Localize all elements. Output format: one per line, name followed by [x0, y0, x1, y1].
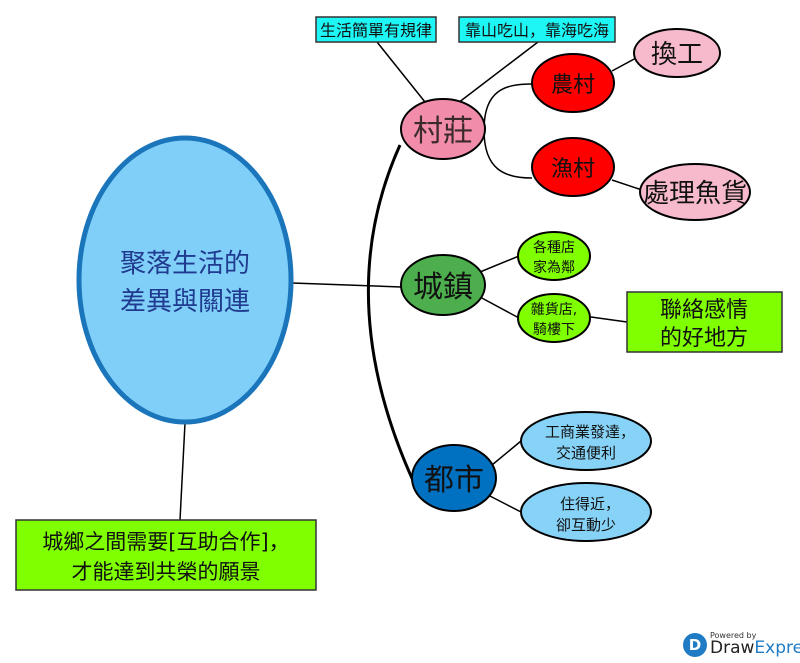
- fishing-village-label: 漁村: [551, 157, 595, 182]
- town-label: 城鎮: [413, 270, 473, 305]
- drawexpress-logo: D Powered by DrawExpress: [683, 632, 800, 657]
- city-label: 都市: [424, 463, 484, 498]
- drawexpress-logo-icon: D: [683, 632, 707, 657]
- connector-city-item2: [487, 494, 522, 513]
- connector-village-farm: [483, 83, 533, 131]
- town-item-1-line1: 各種店: [533, 240, 575, 256]
- fishing-village-node[interactable]: 漁村: [531, 137, 615, 197]
- town-note-line2: 的好地方: [660, 326, 748, 351]
- brand-draw: Draw: [710, 638, 755, 658]
- farm-village-label: 農村: [551, 73, 595, 98]
- central-topic-line2: 差異與關連: [120, 287, 250, 317]
- village-node[interactable]: 村莊: [400, 98, 486, 160]
- conclusion-note[interactable]: 城鄉之間需要[互助合作]， 才能達到共榮的願景: [15, 519, 317, 591]
- brand-express: Express: [754, 638, 800, 658]
- connector-farm-detail: [611, 57, 637, 72]
- fishing-detail-label: 處理魚貨: [643, 179, 747, 209]
- connector-village-note2: [457, 41, 539, 104]
- connector-town-note: [590, 316, 628, 323]
- town-node[interactable]: 城鎮: [400, 254, 486, 316]
- farm-village-node[interactable]: 農村: [531, 53, 615, 113]
- connector-central-town: [291, 282, 402, 288]
- fishing-detail-node[interactable]: 處理魚貨: [639, 163, 751, 221]
- town-note[interactable]: 聯絡感情 的好地方: [626, 291, 783, 353]
- connector-town-item1: [479, 255, 520, 273]
- connector-village-fishing: [483, 129, 533, 179]
- city-item-2[interactable]: 住得近， 卻互動少: [520, 482, 652, 542]
- farm-detail-label: 換工: [651, 40, 703, 70]
- conclusion-line2: 才能達到共榮的願景: [72, 560, 261, 584]
- village-note-1[interactable]: 生活簡單有規律: [315, 16, 437, 43]
- city-item-1-line1: 工商業發達，: [545, 423, 635, 441]
- city-item-2-line2: 卻互動少: [556, 516, 616, 534]
- connector-village-note1: [376, 41, 426, 103]
- connector-city-item1: [491, 440, 522, 466]
- conclusion-line1: 城鄉之間需要[互助合作]，: [42, 530, 289, 554]
- connector-town-item2: [479, 296, 520, 319]
- village-note-2[interactable]: 靠山吃山，靠海吃海: [458, 16, 616, 43]
- city-item-2-line1: 住得近，: [560, 495, 620, 513]
- central-topic-line1: 聚落生活的: [120, 249, 250, 279]
- village-note-1-text: 生活簡單有規律: [320, 21, 432, 40]
- connector-central-conclusion: [179, 422, 186, 521]
- town-item-1-line2: 家為鄰: [533, 259, 575, 276]
- town-note-line1: 聯絡感情: [660, 298, 748, 323]
- connector-main-curve: [366, 144, 417, 486]
- village-note-2-text: 靠山吃山，靠海吃海: [465, 21, 609, 40]
- powered-by-text: Powered by: [710, 631, 757, 640]
- village-label: 村莊: [413, 114, 473, 149]
- town-item-2[interactable]: 雜貨店, 騎樓下: [517, 293, 591, 343]
- city-item-1[interactable]: 工商業發達， 交通便利: [520, 411, 652, 471]
- town-item-1[interactable]: 各種店 家為鄰: [517, 231, 591, 281]
- connectors: [179, 41, 643, 521]
- town-item-2-line1: 雜貨店,: [531, 301, 577, 318]
- connector-fishing-detail: [611, 179, 643, 191]
- city-node[interactable]: 都市: [411, 444, 497, 512]
- farm-detail-node[interactable]: 換工: [633, 28, 721, 78]
- town-item-2-line2: 騎樓下: [533, 322, 575, 338]
- city-item-1-line2: 交通便利: [556, 444, 616, 462]
- central-topic-node[interactable]: 聚落生活的 差異與關連: [76, 135, 294, 425]
